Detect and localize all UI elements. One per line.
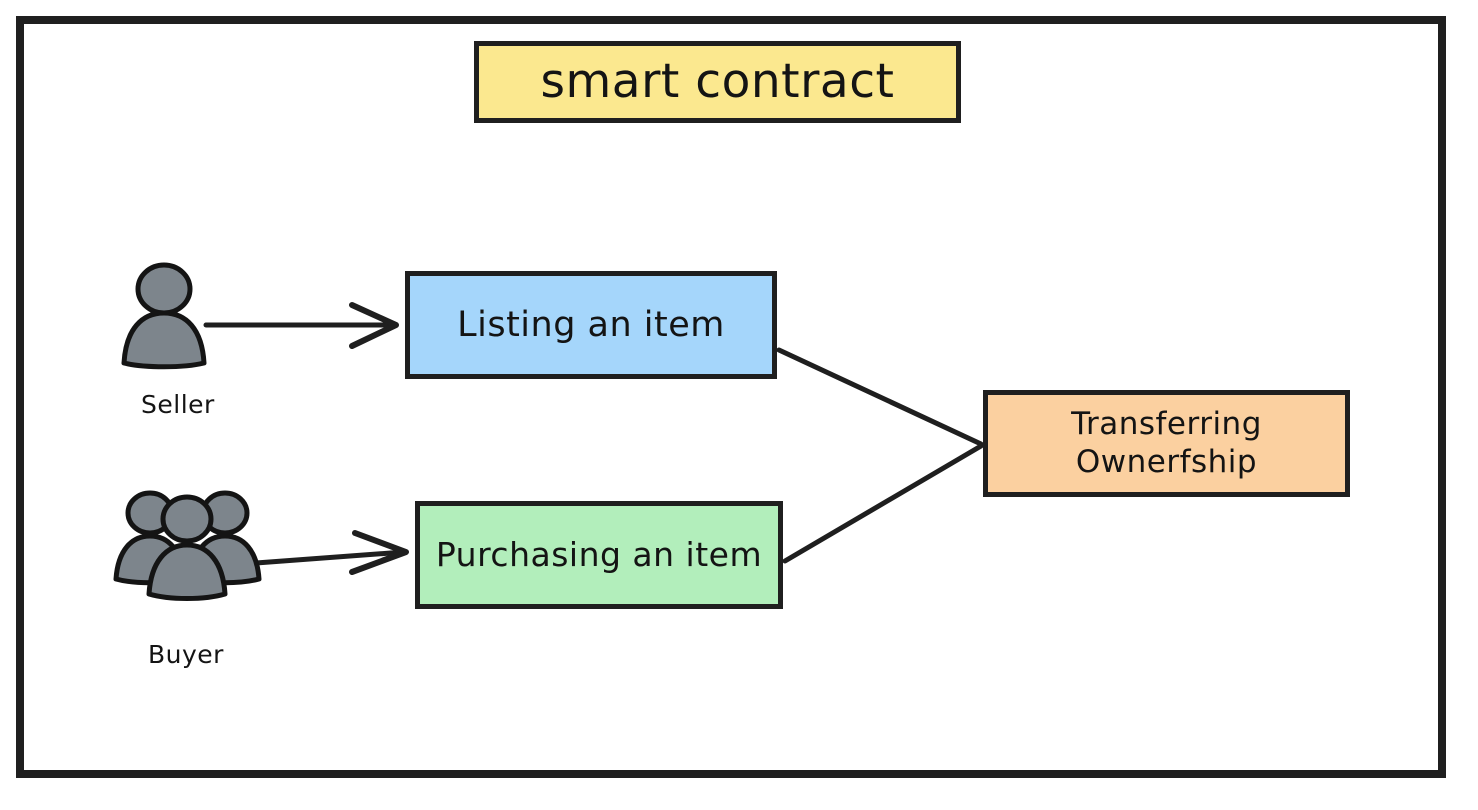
- actor-seller-caption: Seller: [141, 390, 215, 419]
- node-purchasing-an-item-label: Purchasing an item: [435, 534, 763, 574]
- actor-seller: [112, 258, 242, 373]
- node-purchasing-an-item[interactable]: Purchasing an item: [415, 501, 783, 609]
- group-of-people-icon: [113, 490, 262, 601]
- node-listing-an-item-label: Listing an item: [457, 304, 725, 345]
- actor-buyer-caption: Buyer: [148, 640, 224, 669]
- smart-contract-title-box: smart contract: [474, 41, 961, 123]
- node-transferring-ownership-label: Transferring Ownerfship: [1071, 405, 1262, 480]
- smart-contract-title-label: smart contract: [540, 54, 895, 110]
- single-person-icon: [121, 262, 207, 370]
- actor-buyer: [108, 482, 273, 607]
- node-transferring-ownership[interactable]: Transferring Ownerfship: [983, 390, 1350, 497]
- node-listing-an-item[interactable]: Listing an item: [405, 271, 777, 379]
